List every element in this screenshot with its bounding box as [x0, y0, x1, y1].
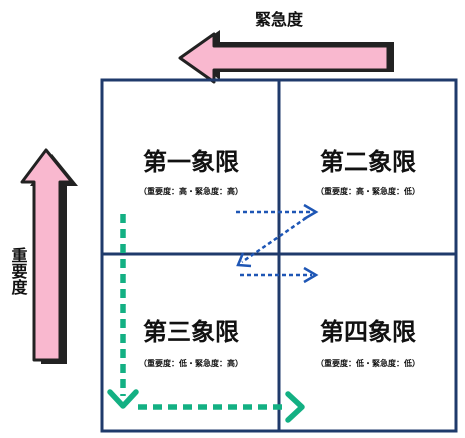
quadrant-1-subtitle: （重要度：高・緊急度：高）	[139, 186, 243, 196]
quadrant-2-subtitle: （重要度：高・緊急度：低）	[316, 186, 420, 196]
quadrant-3-title: 第三象限	[143, 318, 239, 346]
quadrant-1-title: 第一象限	[143, 148, 239, 176]
quadrant-grid	[100, 78, 458, 433]
blue-path-top-arrowhead	[303, 203, 319, 221]
blue-path-diagonal-arrowhead	[236, 252, 252, 268]
importance-arrow	[20, 148, 78, 364]
quadrant-3-subtitle: （重要度：低・緊急度：高）	[139, 358, 243, 368]
quadrant-3: 第三象限 （重要度：低・緊急度：高）	[139, 318, 243, 368]
quadrant-1: 第一象限 （重要度：高・緊急度：高）	[139, 148, 243, 196]
urgency-arrow	[178, 30, 394, 84]
quadrant-2-title: 第二象限	[320, 148, 416, 176]
green-path-arrowhead	[285, 391, 305, 423]
blue-path-diagonal	[241, 216, 307, 264]
urgency-axis-label: 緊急度	[255, 10, 304, 29]
green-dashed-path	[107, 214, 305, 423]
green-path-corner-mark	[107, 389, 139, 409]
quadrant-4-subtitle: （重要度：低・緊急度：低）	[316, 358, 420, 368]
blue-path-bottom-arrowhead	[303, 266, 319, 284]
urgency-arrow-body	[178, 32, 390, 84]
blue-dotted-path	[236, 203, 319, 284]
quadrant-4: 第四象限 （重要度：低・緊急度：低）	[316, 318, 420, 368]
importance-axis-label: 重要度	[9, 246, 28, 296]
importance-arrow-body	[20, 148, 74, 362]
quadrant-4-title: 第四象限	[320, 318, 416, 346]
quadrant-2: 第二象限 （重要度：高・緊急度：低）	[316, 148, 420, 196]
